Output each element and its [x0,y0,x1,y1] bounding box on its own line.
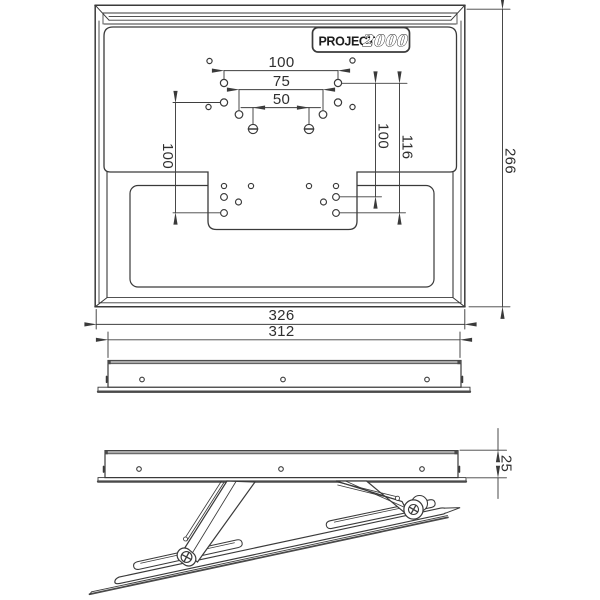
front-view: PROJECT 2000 [84,0,519,358]
vesa-holes [205,57,356,119]
front-view-dimensions [84,0,511,358]
rail-tip [443,507,461,514]
pivot-right [403,494,429,520]
dim-label-116: 116 [399,135,416,160]
dim-label-25: 25 [498,455,515,472]
strut-left [181,480,257,563]
dim-label-100-left: 100 [159,143,176,169]
dim-label-100-right: 100 [375,123,392,149]
dim-label-50: 50 [273,91,290,108]
brand-text: PROJECT [319,35,376,49]
screw-left [247,123,259,135]
outer-frame [94,4,466,308]
side-view-extended: 25 [88,428,515,596]
screw-right [303,123,315,135]
dim-label-75: 75 [273,73,290,90]
dim-label-326: 326 [269,307,295,324]
rod-right [337,481,401,501]
folded-holes [139,376,430,383]
thickness-dimension [459,428,507,499]
dim-label-100-top: 100 [269,54,295,71]
mounting-plate [103,26,458,231]
brand-model-text: 2000 [362,31,409,50]
pivot-left [176,547,197,567]
side-view-folded [96,359,472,393]
dim-label-312: 312 [269,323,295,340]
extended-holes [136,466,425,472]
extended-body [104,450,459,479]
rod-left [183,480,225,542]
brand-plate: PROJECT 2000 [311,26,411,53]
folded-body [107,359,462,388]
dim-label-266: 266 [502,148,519,174]
